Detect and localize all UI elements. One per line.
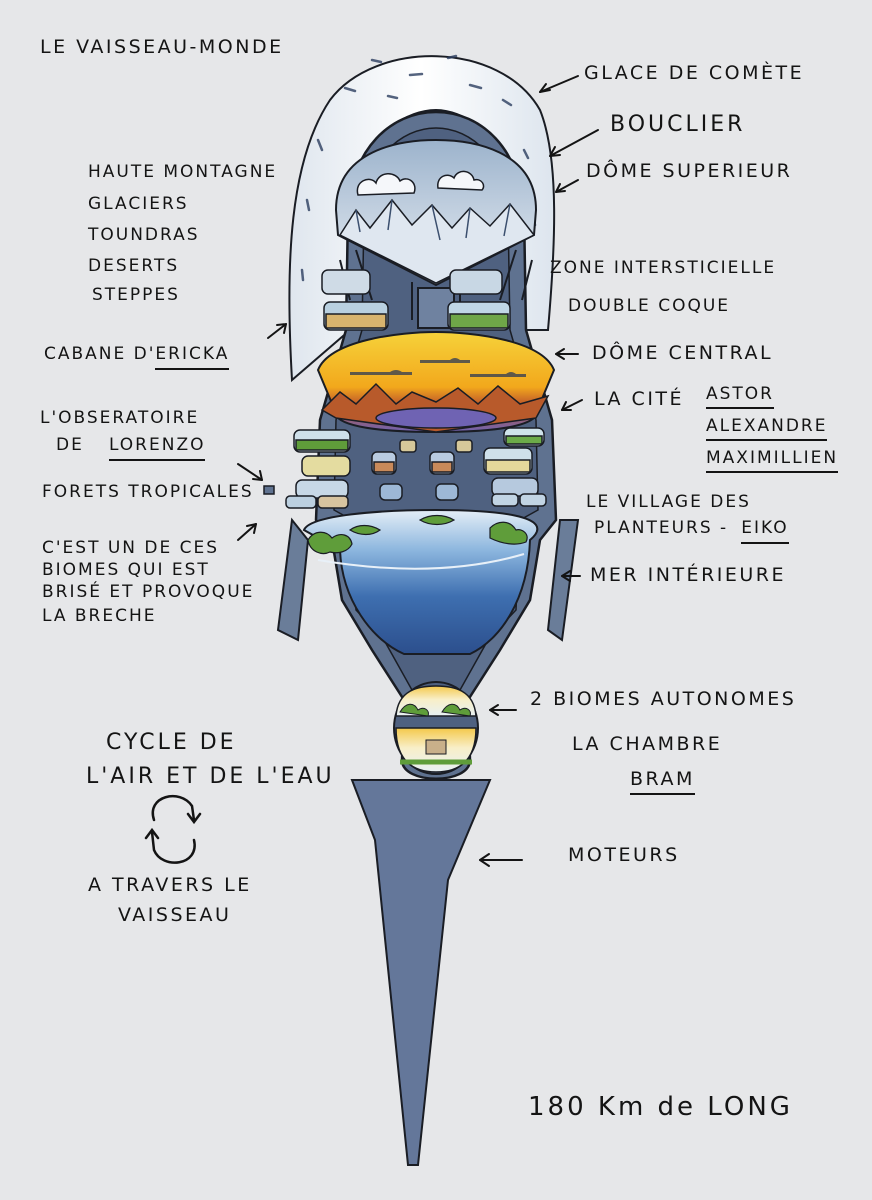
inner-sea (302, 508, 539, 655)
observatoire-name: Lorenzo (108, 435, 206, 461)
breche-line-4: la breche (42, 606, 157, 626)
label-chambre: La chambre (572, 733, 723, 755)
cite-name-astor: Astor (706, 386, 774, 409)
label-moteurs: Moteurs (568, 844, 680, 866)
label-forets: Forets tropicales (42, 482, 254, 502)
engine-spike (350, 779, 492, 1166)
cabane-name: Ericka (155, 344, 230, 370)
cite-name-maximillien: Maximillien (706, 450, 839, 473)
label-observatoire-name: de Lorenzo (56, 435, 206, 461)
comet-ice (288, 55, 556, 383)
cite-name-alexandre: Alexandre (706, 418, 828, 441)
biome-toundras: Toundras (88, 225, 200, 245)
label-zone-intersticielle: Zone intersticielle (550, 258, 777, 278)
breche-line-3: brisé et provoque (42, 582, 255, 602)
label-dome-superieur: Dôme superieur (586, 160, 793, 182)
label-observatoire: L'obseratoire (40, 408, 200, 428)
label-double-coque: Double coque (568, 296, 731, 316)
mid-biomes (285, 427, 547, 509)
label-bouclier: Bouclier (610, 112, 746, 137)
village-name-eiko: Eiko (741, 518, 789, 544)
label-cabane: Cabane d'Ericka (44, 344, 230, 370)
biome-deserts: Deserts (88, 256, 180, 276)
inner-sea-foliage (307, 514, 528, 555)
biome-haute-montagne: Haute montagne (88, 162, 278, 182)
page-title: Le Vaisseau-Monde (40, 36, 284, 58)
forest-dock (263, 485, 275, 495)
cycle-line-3: a travers le (88, 874, 252, 896)
village-line-1: Le village des (586, 492, 751, 512)
interstitial-biomes (321, 269, 511, 331)
left-fin (276, 517, 310, 642)
biome-glaciers: Glaciers (88, 194, 189, 214)
label-cite: La cité (594, 388, 685, 410)
observatoire-prefix: de (56, 435, 84, 455)
village-line-2: planteurs - (594, 518, 729, 538)
biome-steppes: Steppes (92, 285, 180, 305)
cycle-line-2: l'air et de l'eau (86, 764, 335, 789)
breche-line-1: C'est un de ces (42, 538, 220, 558)
label-dome-central: Dôme central (592, 342, 774, 364)
label-glace: Glace de comète (584, 62, 805, 84)
label-mer-interieure: Mer intérieure (590, 564, 786, 586)
label-longueur: 180 Km de LONG (528, 1092, 793, 1122)
breche-line-2: biomes qui est (42, 560, 210, 580)
cycle-line-4: vaisseau (118, 904, 232, 926)
cabane-prefix: Cabane d' (44, 344, 156, 364)
upper-dome-clouds (356, 170, 485, 196)
right-fin (546, 519, 580, 642)
chambre-name-bram: Bram (630, 770, 695, 795)
central-dome-clouds (350, 358, 526, 377)
label-village: planteurs - Eiko (594, 518, 789, 544)
central-lake (375, 407, 497, 429)
cycle-line-1: Cycle de (106, 730, 237, 755)
label-biomes-autonomes: 2 biomes autonomes (530, 688, 797, 710)
